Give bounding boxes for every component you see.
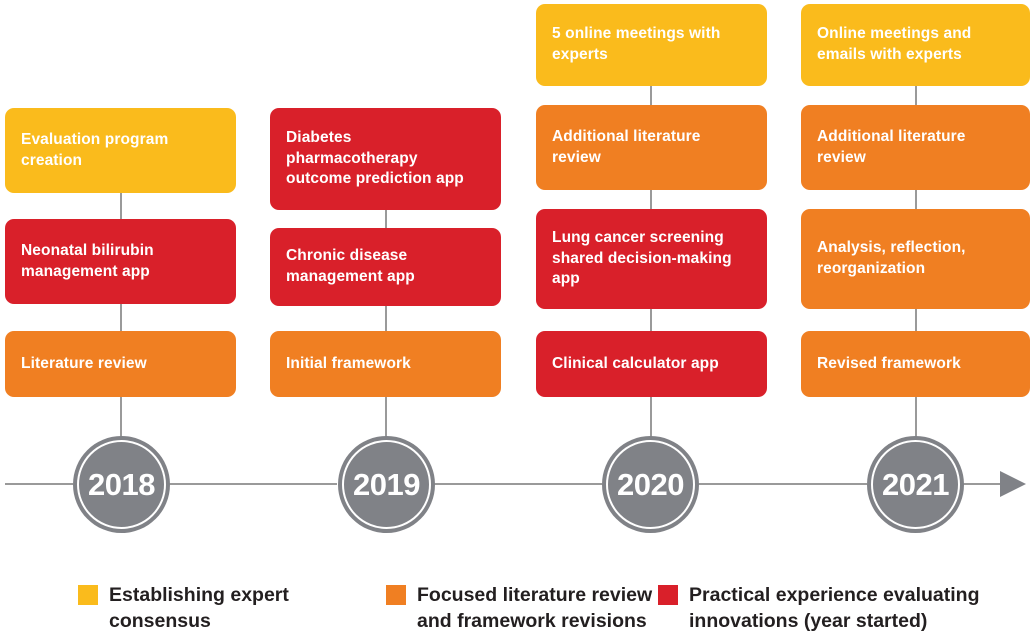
event-box-label: Diabetes pharmacotherapy outcome predict… — [286, 129, 464, 188]
year-label: 2020 — [617, 467, 684, 502]
event-box-2020-4[interactable]: Clinical calculator app — [536, 331, 767, 397]
year-label: 2018 — [88, 467, 155, 502]
event-box-label: Initial framework — [286, 354, 411, 372]
legend-swatch-yellow-icon — [78, 585, 98, 605]
legend-swatch-orange-icon — [386, 585, 406, 605]
event-box-2019-2[interactable]: Chronic disease management app — [270, 228, 501, 306]
year-label: 2019 — [353, 467, 420, 502]
legend-item-focused-literature-review[interactable]: Focused literature review and framework … — [386, 582, 676, 634]
event-box-2021-3[interactable]: Analysis, reflection, reorganization — [801, 209, 1030, 309]
event-box-2021-2[interactable]: Additional literature review — [801, 105, 1030, 190]
event-box-2019-3[interactable]: Initial framework — [270, 331, 501, 397]
event-box-2018-1[interactable]: Evaluation program creation — [5, 108, 236, 193]
year-node-2021[interactable]: 2021 — [867, 436, 964, 533]
timeline-axis-segment-start — [5, 483, 73, 485]
year-node-2019[interactable]: 2019 — [338, 436, 435, 533]
timeline-axis-segment-1 — [169, 483, 337, 485]
year-label: 2021 — [882, 467, 949, 502]
event-box-label: Clinical calculator app — [552, 354, 719, 372]
event-box-label: Lung cancer screening shared decision-ma… — [552, 229, 732, 288]
event-box-2021-1[interactable]: Online meetings and emails with experts — [801, 4, 1030, 86]
timeline-axis-segment-2 — [433, 483, 602, 485]
event-box-label: 5 online meetings with experts — [552, 25, 721, 63]
event-box-label: Additional literature review — [817, 127, 966, 166]
legend-item-label: Establishing expert consensus — [109, 584, 289, 633]
event-box-2018-3[interactable]: Literature review — [5, 331, 236, 397]
event-box-label: Evaluation program creation — [21, 130, 169, 169]
legend-item-establishing-expert-consensus[interactable]: Establishing expert consensus — [78, 582, 328, 634]
event-box-label: Online meetings and emails with experts — [817, 25, 972, 63]
legend-item-label: Focused literature review and framework … — [417, 584, 653, 633]
legend-item-practical-experience[interactable]: Practical experience evaluating innovati… — [658, 582, 1018, 634]
timeline-axis-segment-end — [963, 483, 1003, 485]
event-box-label: Analysis, reflection, reorganization — [817, 239, 966, 277]
event-box-2020-1[interactable]: 5 online meetings with experts — [536, 4, 767, 86]
event-box-2021-4[interactable]: Revised framework — [801, 331, 1030, 397]
event-box-label: Additional literature review — [552, 127, 701, 166]
year-node-2018[interactable]: 2018 — [73, 436, 170, 533]
legend-item-label: Practical experience evaluating innovati… — [689, 584, 980, 633]
event-box-label: Chronic disease management app — [286, 247, 415, 285]
event-box-2020-2[interactable]: Additional literature review — [536, 105, 767, 190]
event-box-2019-1[interactable]: Diabetes pharmacotherapy outcome predict… — [270, 108, 501, 210]
event-box-2018-2[interactable]: Neonatal bilirubin management app — [5, 219, 236, 304]
legend-swatch-red-icon — [658, 585, 678, 605]
legend: Establishing expert consensus Focused li… — [0, 572, 1035, 634]
year-node-2020[interactable]: 2020 — [602, 436, 699, 533]
event-box-2020-3[interactable]: Lung cancer screening shared decision-ma… — [536, 209, 767, 309]
event-box-label: Neonatal bilirubin management app — [21, 241, 154, 280]
event-box-label: Revised framework — [817, 354, 961, 372]
timeline-arrow-icon — [1000, 471, 1026, 497]
timeline-axis-segment-3 — [698, 483, 867, 485]
event-box-label: Literature review — [21, 354, 147, 372]
